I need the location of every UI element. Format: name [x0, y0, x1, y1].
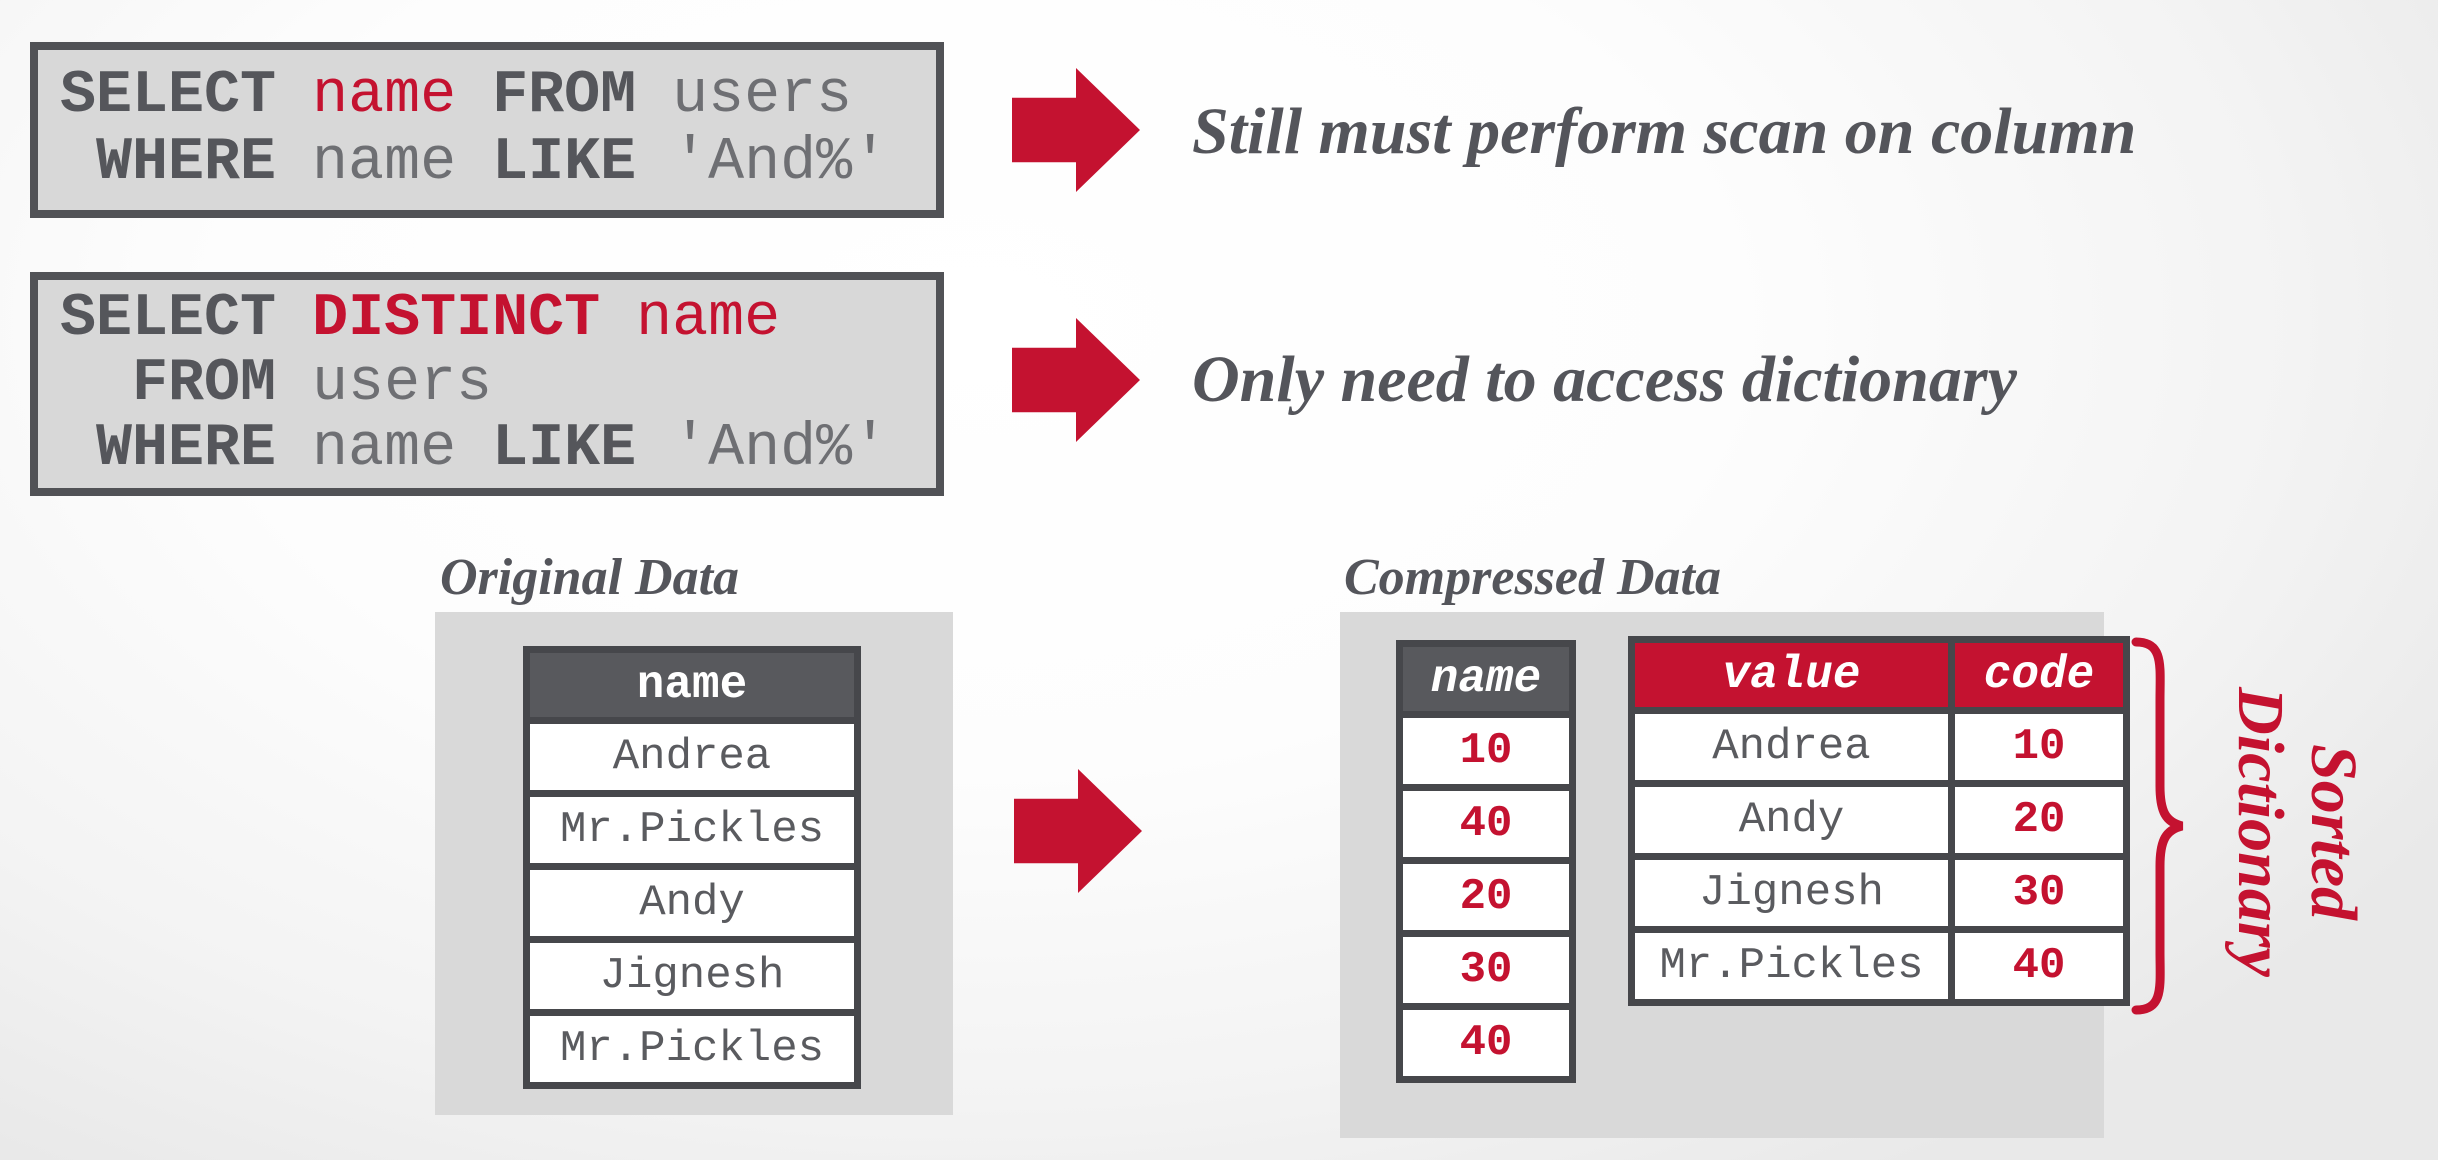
table-cell: 10	[1403, 718, 1569, 784]
brace-icon	[2131, 637, 2184, 1015]
code-line: FROM users	[60, 349, 936, 418]
compressed-name-header: name	[1403, 647, 1569, 711]
code-token	[60, 129, 96, 197]
code-token: 'And%'	[636, 129, 889, 197]
annotation-scan-column: Still must perform scan on column	[1192, 95, 2137, 168]
compressed-name-column-table: name 10 40 20 30 40	[1396, 640, 1576, 1083]
sql-query-box-1: SELECT name FROM users WHERE name LIKE '…	[30, 42, 944, 218]
table-cell: Andy	[530, 870, 854, 936]
dictionary-value-cell: Andrea	[1635, 714, 1948, 780]
code-token	[60, 350, 132, 418]
code-token: users	[636, 62, 853, 130]
code-token	[456, 62, 492, 130]
code-token	[276, 285, 312, 353]
code-token: name	[600, 284, 781, 353]
code-line: WHERE name LIKE 'And%'	[60, 130, 936, 197]
code-token: WHERE	[96, 129, 277, 197]
dictionary-value-cell: Jignesh	[1635, 860, 1948, 926]
sorted-dictionary-line1: Sorted	[2297, 743, 2370, 921]
code-token: name	[276, 129, 493, 197]
code-token: SELECT	[60, 284, 277, 353]
sorted-dictionary-label: Sorted Dictionary	[2220, 647, 2370, 1017]
dictionary-code-cell: 10	[1955, 714, 2123, 780]
code-token: WHERE	[96, 414, 277, 483]
table-cell: 40	[1403, 1010, 1569, 1076]
dictionary-value-cell: Mr.Pickles	[1635, 933, 1948, 999]
original-data-label: Original Data	[440, 549, 740, 606]
dictionary-code-cell: 20	[1955, 787, 2123, 853]
dictionary-value-cell: Andy	[1635, 787, 1948, 853]
table-cell: Mr.Pickles	[530, 797, 854, 863]
code-token: FROM	[132, 349, 277, 418]
arrow-right-icon	[1012, 318, 1140, 442]
code-line: SELECT DISTINCT name	[60, 284, 936, 353]
table-cell: 40	[1403, 791, 1569, 857]
table-cell: 30	[1403, 937, 1569, 1003]
code-token: name	[276, 414, 493, 483]
code-token: LIKE	[492, 414, 637, 483]
code-token: 'And%'	[636, 414, 889, 483]
dictionary-code-cell: 30	[1955, 860, 2123, 926]
code-token: users	[276, 349, 493, 418]
table-cell: Andrea	[530, 724, 854, 790]
table-cell: Jignesh	[530, 943, 854, 1009]
code-token	[60, 415, 96, 483]
table-cell: 20	[1403, 864, 1569, 930]
code-token: LIKE	[492, 129, 637, 197]
code-token: name	[312, 62, 457, 130]
sql-query-box-2: SELECT DISTINCT name FROM users WHERE na…	[30, 272, 944, 496]
arrow-right-icon	[1012, 68, 1140, 192]
dictionary-value-header: value	[1635, 643, 1948, 707]
code-token: DISTINCT	[312, 284, 601, 353]
code-line: SELECT name FROM users	[60, 63, 936, 130]
arrow-right-icon	[1014, 769, 1142, 893]
code-token	[276, 62, 312, 130]
annotation-access-dictionary: Only need to access dictionary	[1192, 343, 2017, 416]
code-token: FROM	[492, 62, 637, 130]
code-line: WHERE name LIKE 'And%'	[60, 414, 936, 483]
compressed-data-label: Compressed Data	[1344, 549, 1721, 606]
table-cell: Mr.Pickles	[530, 1016, 854, 1082]
original-table-header: name	[530, 653, 854, 717]
sorted-dictionary-line2: Dictionary	[2224, 687, 2297, 977]
code-token: SELECT	[60, 62, 277, 130]
dictionary-code-header: code	[1955, 643, 2123, 707]
dictionary-code-cell: 40	[1955, 933, 2123, 999]
